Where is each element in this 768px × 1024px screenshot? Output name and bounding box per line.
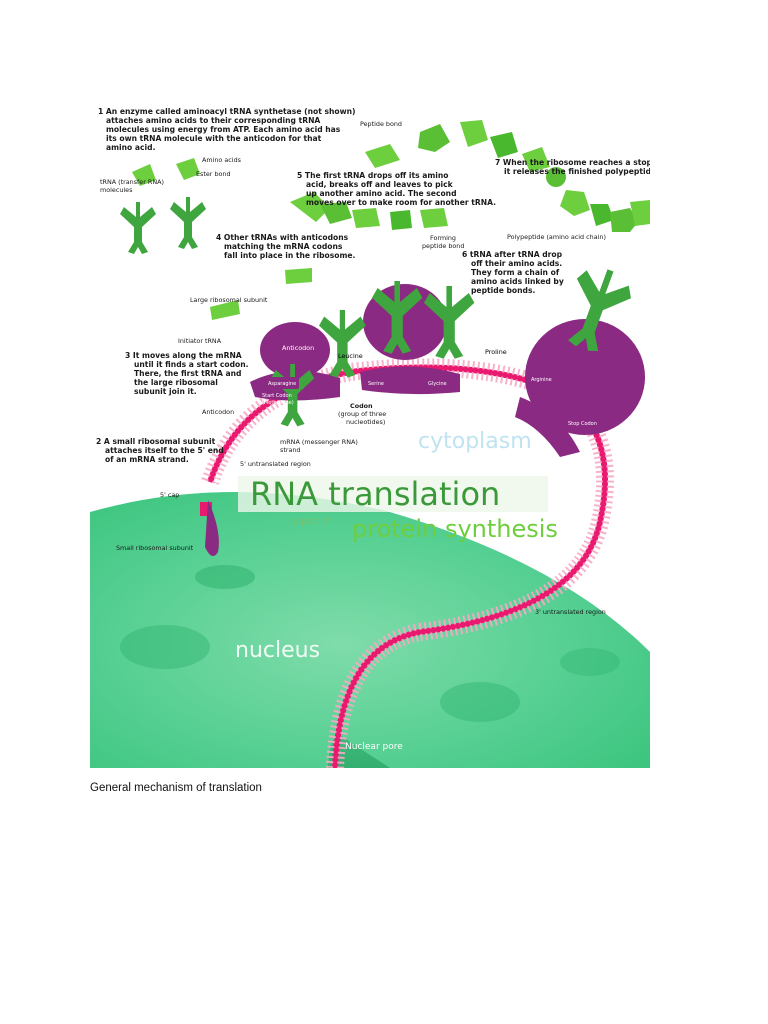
svg-text:amino acid.: amino acid.: [106, 143, 156, 152]
title-main: RNA translation: [250, 475, 500, 513]
svg-text:of an mRNA strand.: of an mRNA strand.: [105, 455, 189, 464]
svg-text:matching the mRNA codons: matching the mRNA codons: [224, 242, 343, 251]
codon-label: Codon: [350, 402, 373, 410]
nucleus-region: nucleus: [90, 466, 650, 768]
large-ribosomal-subunit-label: Large ribosomal subunit: [190, 296, 268, 304]
title-sub-prefix: a part of: [293, 517, 332, 527]
svg-text:until it finds a start codon.: until it finds a start codon.: [134, 360, 249, 369]
svg-text:acid, breaks off and leaves to: acid, breaks off and leaves to pick: [306, 180, 454, 189]
start-codon-sub-label: (Methionine): [262, 400, 294, 406]
svg-text:They form a chain of: They form a chain of: [471, 268, 560, 277]
step-5-text: 5 The first tRNA drops off its amino aci…: [297, 171, 496, 207]
svg-text:molecules using energy from AT: molecules using energy from ATP. Each am…: [106, 125, 341, 134]
svg-text:7 When the ribosome reaches a: 7 When the ribosome reaches a stop codon…: [495, 158, 650, 167]
codon-tags: Asparagine Serine Glycine Arginine: [265, 374, 560, 389]
svg-text:moves over to make room for an: moves over to make room for another tRNA…: [306, 198, 496, 207]
trna-leaving: [568, 266, 631, 352]
svg-text:off their amino acids.: off their amino acids.: [471, 259, 562, 268]
step-2-text: 2 A small ribosomal subunit attaches its…: [96, 437, 224, 464]
svg-text:up another amino acid. The sec: up another amino acid. The second: [306, 189, 457, 198]
title-backdrop: [238, 476, 548, 512]
trna-free-2: [170, 197, 206, 249]
step-3-text: 3 It moves along the mRNA until it finds…: [125, 351, 249, 396]
forming-peptide-bond-label-2: peptide bond: [422, 242, 464, 250]
svg-text:6 tRNA after tRNA drop: 6 tRNA after tRNA drop: [462, 250, 563, 259]
svg-text:it releases the finished polyp: it releases the finished polypeptide.: [504, 167, 650, 176]
svg-text:5 The first tRNA drops off its: 5 The first tRNA drops off its amino: [297, 171, 449, 180]
svg-text:peptide bonds.: peptide bonds.: [471, 286, 535, 295]
svg-text:There, the first tRNA and: There, the first tRNA and: [134, 369, 241, 378]
trna-fourth: [424, 286, 475, 359]
title-sub: protein synthesis: [352, 515, 558, 543]
svg-text:fall into place in the ribosom: fall into place in the ribosome.: [224, 251, 356, 260]
amino-acids-label: Amino acids: [202, 156, 242, 164]
polypeptide-chain: [132, 120, 650, 320]
step-4-text: 4 Other tRNAs with anticodons matching t…: [216, 233, 356, 260]
diagram-canvas: nucleus Nuclear pore cytoplasm RNA trans…: [90, 107, 650, 768]
codon-tag-asparagine: Asparagine: [268, 381, 296, 387]
cytoplasm-label: cytoplasm: [418, 429, 532, 454]
small-ribosomal-subunit-label: Small ribosomal subunit: [116, 544, 194, 552]
svg-text:its own tRNA molecule with the: its own tRNA molecule with the anticodon…: [106, 134, 322, 143]
figure-caption: General mechanism of translation: [90, 782, 262, 794]
codon-sub-label-1: (group of three: [338, 410, 386, 418]
codon-tag-arginine: Arginine: [531, 377, 552, 383]
five-cap-label: 5' cap: [160, 491, 179, 499]
mrna-label-1: mRNA (messenger RNA): [280, 438, 358, 446]
svg-text:attaches amino acids to their: attaches amino acids to their correspond…: [106, 116, 320, 125]
svg-text:amino acids linked by: amino acids linked by: [471, 277, 564, 286]
peptide-bond-label: Peptide bond: [360, 120, 402, 128]
trna-second: [319, 310, 366, 378]
step-7-text: 7 When the ribosome reaches a stop codon…: [495, 158, 650, 176]
rna-translation-diagram: nucleus Nuclear pore cytoplasm RNA trans…: [90, 92, 650, 768]
initiator-trna-label: Initiator tRNA: [178, 337, 222, 345]
codon-tag-glycine: Glycine: [428, 381, 447, 387]
step-1-text: 1 An enzyme called aminoacyl tRNA synthe…: [98, 107, 356, 152]
three-utr-label: 3' untranslated region: [535, 608, 606, 616]
small-ribosomal-subunit-shape: [205, 500, 219, 556]
forming-peptide-bond-label-1: Forming: [430, 234, 456, 242]
svg-text:4 Other tRNAs with anticodons: 4 Other tRNAs with anticodons: [216, 233, 349, 242]
codon-sub-label-2: nucleotides): [346, 418, 385, 426]
stop-codon-label: Stop Codon: [568, 421, 597, 427]
anticodon-bottom-label: Anticodon: [202, 408, 234, 416]
ester-bond-label: Ester bond: [196, 170, 231, 178]
nucleus-label: nucleus: [235, 638, 320, 663]
trna-free-1: [120, 202, 156, 254]
svg-text:3 It moves along the mRNA: 3 It moves along the mRNA: [125, 351, 242, 360]
codon-tag-serine: Serine: [368, 381, 384, 387]
step-6-text: 6 tRNA after tRNA drop off their amino a…: [462, 250, 564, 295]
nuclear-pore-label: Nuclear pore: [345, 742, 403, 752]
codon-label-proline: Proline: [485, 348, 507, 356]
codon-label-leucine: Leucine: [338, 352, 363, 360]
start-codon-label: Start Codon: [262, 393, 292, 399]
svg-text:attaches itself to the 5' end: attaches itself to the 5' end: [105, 446, 224, 455]
five-utr-label: 5' untranslated region: [240, 460, 311, 468]
trna-molecules-label-1: tRNA (transfer RNA): [100, 178, 164, 186]
polypeptide-label: Polypeptide (amino acid chain): [507, 233, 606, 241]
ribosome-3: [515, 319, 645, 457]
five-end-label: 5' end: [210, 476, 221, 493]
trna-third: [372, 281, 423, 354]
svg-text:subunit join it.: subunit join it.: [134, 387, 197, 396]
mrna-label-2: strand: [280, 446, 301, 454]
svg-text:1 An enzyme called aminoacyl t: 1 An enzyme called aminoacyl tRNA synthe…: [98, 107, 356, 116]
anticodon-top-label: Anticodon: [282, 344, 314, 352]
svg-text:2 A small ribosomal subunit: 2 A small ribosomal subunit: [96, 437, 216, 446]
svg-text:the large ribosomal: the large ribosomal: [134, 378, 218, 387]
trna-molecules-label-2: molecules: [100, 186, 133, 194]
